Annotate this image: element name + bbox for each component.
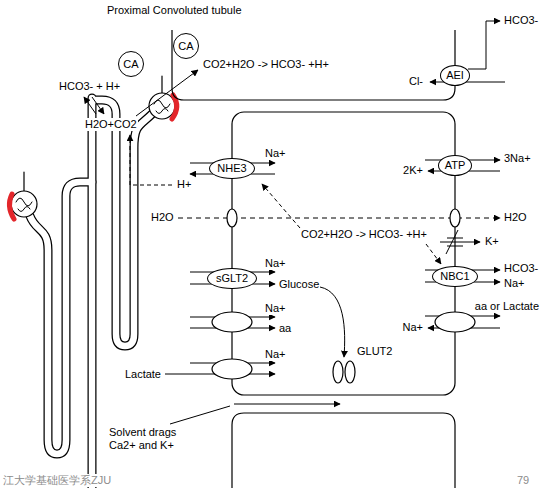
- ion-label: 2K+: [402, 164, 424, 177]
- page-number: 79: [516, 474, 530, 487]
- ion-label: CO2+H2O -> HCO3- +H+: [202, 58, 330, 71]
- ion-label: aa: [278, 322, 292, 335]
- ion-label: H2O+CO2: [84, 118, 138, 131]
- transporter-symbol: [212, 209, 475, 383]
- ion-label: Lactate: [124, 368, 162, 381]
- ion-label: Na+: [264, 147, 287, 160]
- node-text: NBC1: [440, 270, 469, 283]
- ion-label: Na+: [264, 257, 287, 270]
- transporter-ellipse: ATP: [438, 155, 472, 176]
- diagram-title: Proximal Convoluted tubule: [106, 4, 243, 17]
- ion-label: Na+: [402, 321, 425, 334]
- node-text: ATP: [445, 159, 466, 172]
- ion-label: Na+: [503, 277, 526, 290]
- transporter-ellipse: AEI: [440, 65, 470, 86]
- ion-label: aa or Lactate: [474, 300, 540, 313]
- transport-arrow: [84, 21, 505, 424]
- node-text: CA: [178, 40, 193, 53]
- transporter-ellipse: sGLT2: [207, 268, 257, 289]
- cell-outline: [172, 30, 455, 488]
- node-text: sGLT2: [216, 272, 248, 285]
- ion-label: Glucose: [278, 278, 320, 291]
- ion-label: HCO3- + H+: [58, 80, 121, 93]
- ion-label: GLUT2: [356, 345, 393, 358]
- note-text: Solvent drags Ca2+ and K+: [108, 426, 190, 452]
- ion-label: 3Na+: [503, 152, 532, 165]
- ion-label: Na+: [264, 302, 287, 315]
- enzyme-circle: CA: [118, 51, 144, 77]
- ion-label: HCO3-: [503, 14, 539, 27]
- enzyme-circle: CA: [173, 33, 199, 59]
- ion-label: K+: [484, 235, 500, 248]
- node-text: AEI: [446, 69, 464, 82]
- watermark: 江大学基础医学系ZJU: [2, 474, 112, 487]
- ion-label: H2O: [150, 211, 175, 224]
- transporter-ellipse: NHE3: [209, 158, 255, 179]
- ion-label: HCO3-: [503, 262, 539, 275]
- ion-label: Na+: [264, 348, 287, 361]
- node-text: CA: [123, 58, 138, 71]
- transporter-ellipse: NBC1: [432, 266, 478, 287]
- ion-label: Cl-: [408, 75, 424, 88]
- ion-label: H2O: [503, 211, 528, 224]
- ion-label: CO2+H2O -> HCO3- +H+: [300, 228, 428, 241]
- ion-label: H+: [176, 178, 192, 191]
- node-text: NHE3: [217, 162, 246, 175]
